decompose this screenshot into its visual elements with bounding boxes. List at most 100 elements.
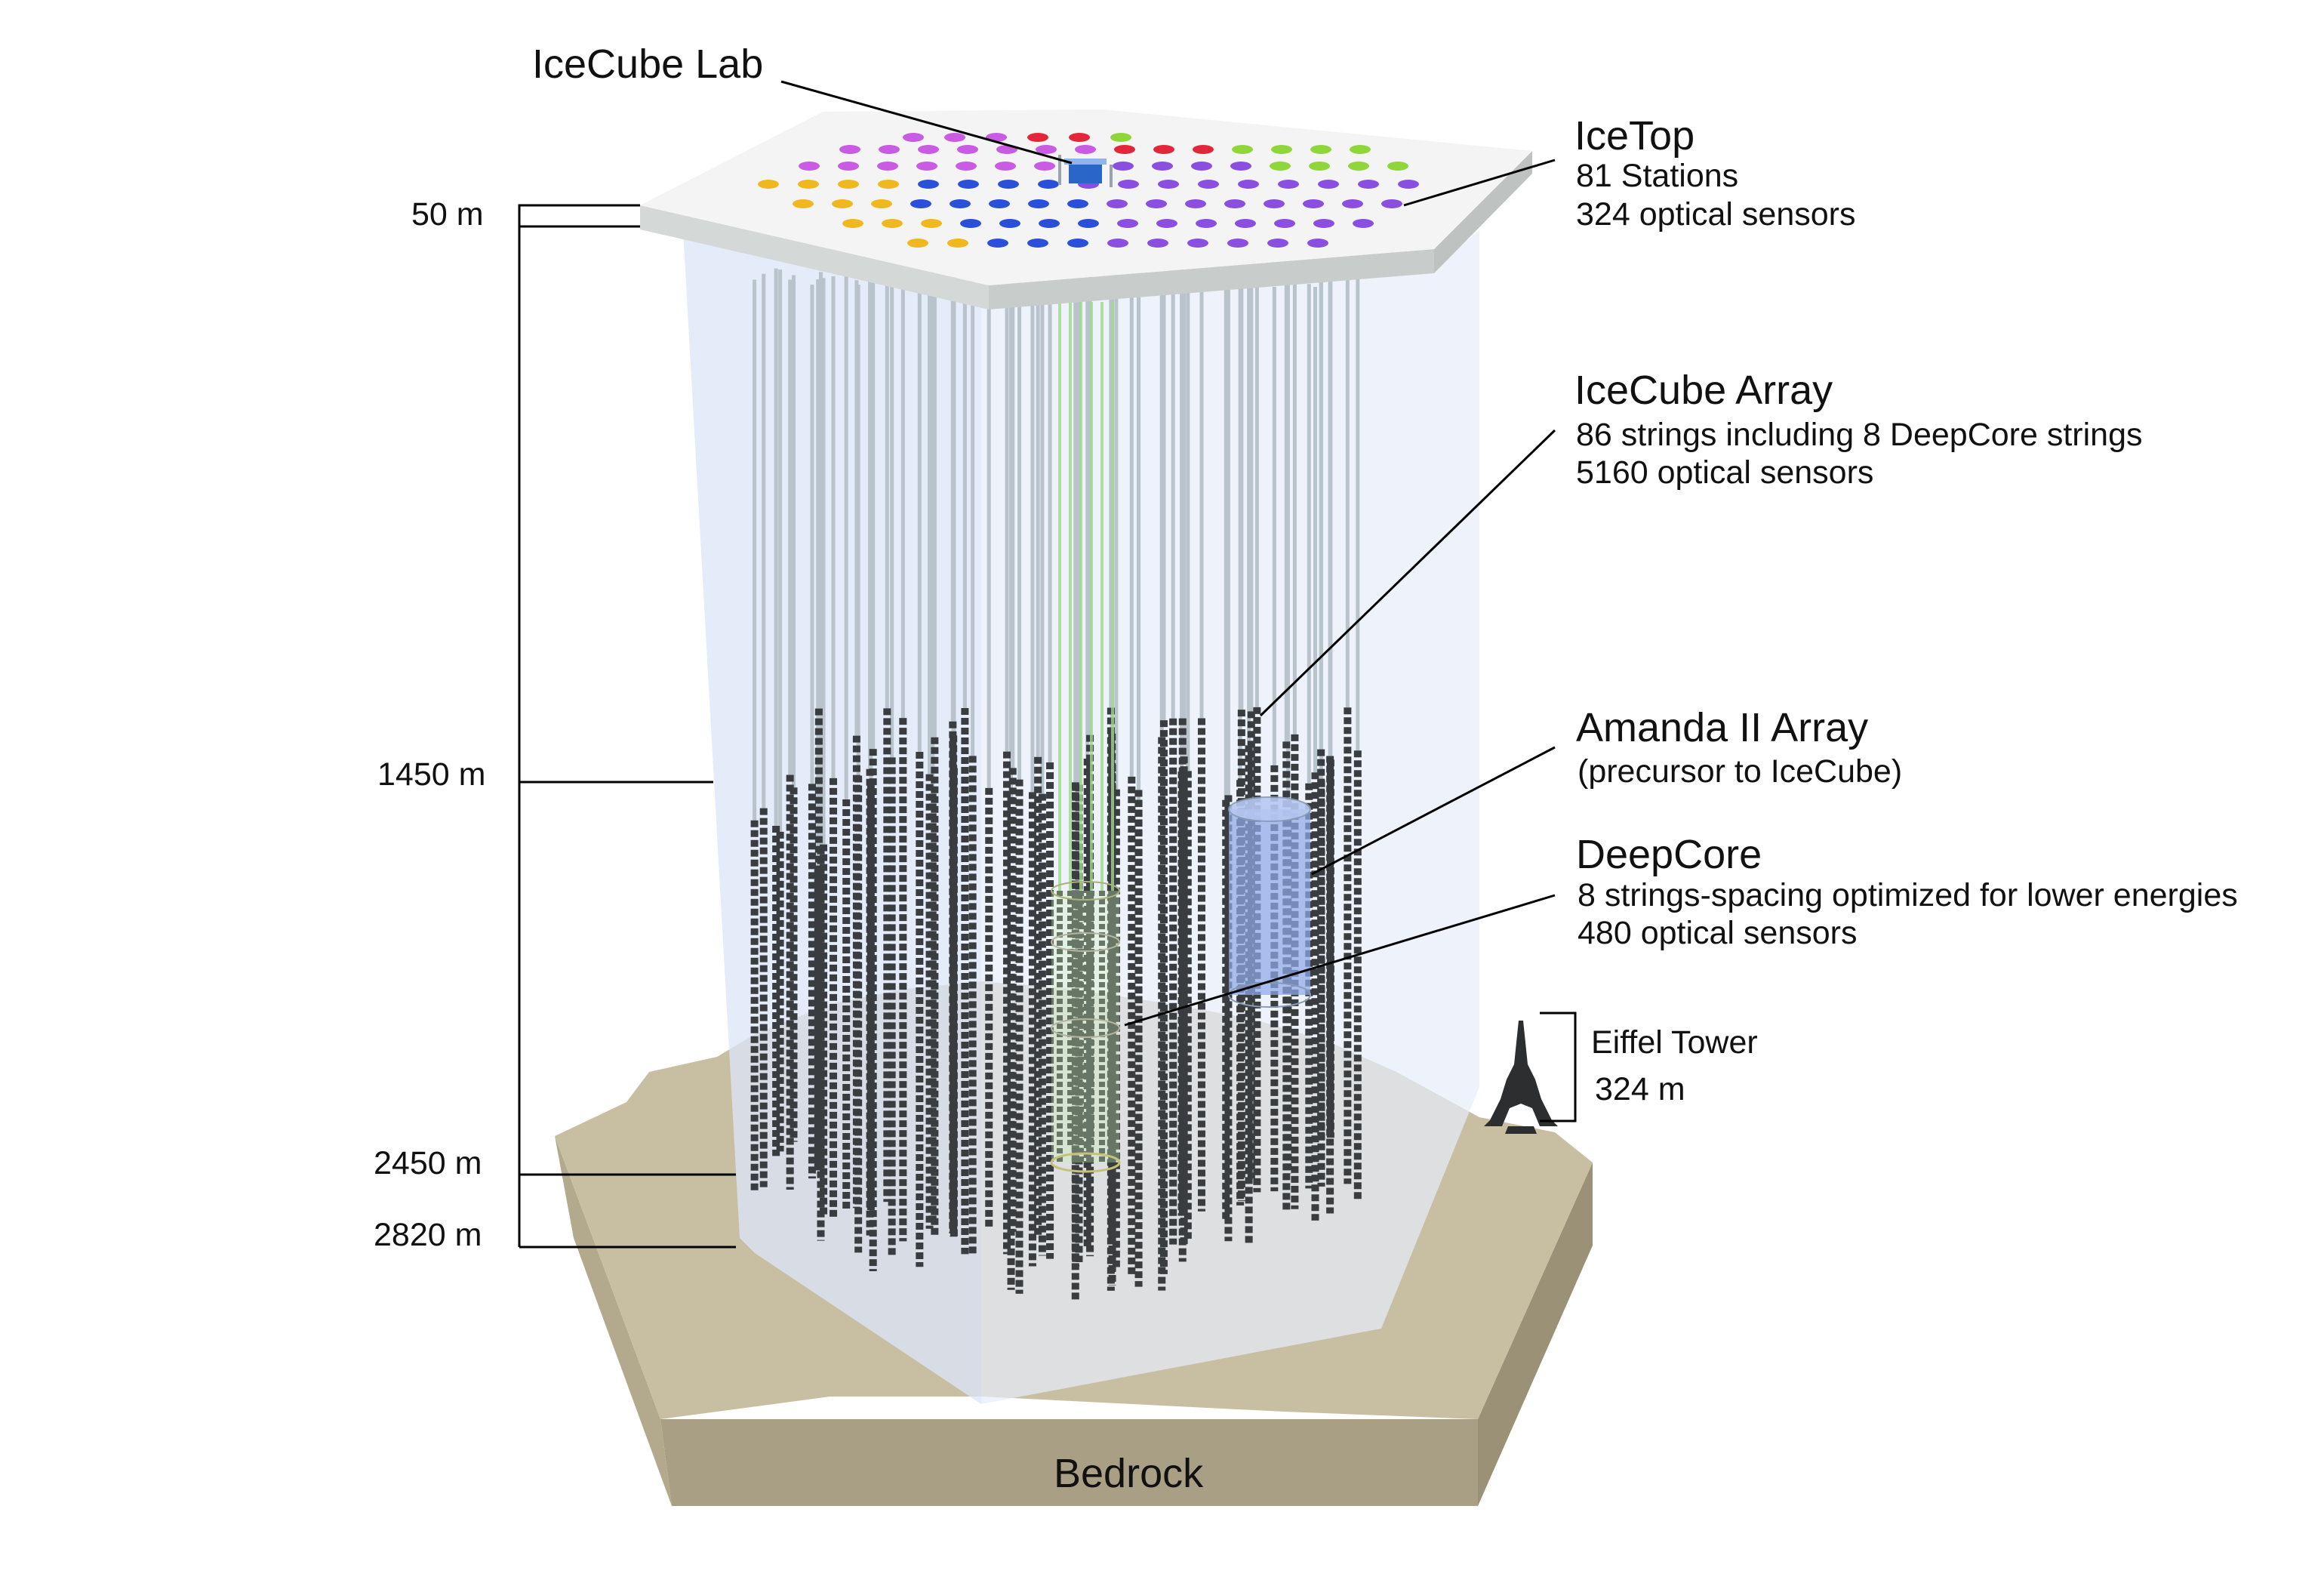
icetop-station (1153, 145, 1174, 154)
eiffel-tower-shape (1484, 1021, 1558, 1126)
icetop-station (1307, 239, 1328, 248)
icetop-station (947, 239, 968, 248)
icetop-station (832, 199, 853, 208)
icetop-station (1067, 239, 1088, 248)
icetop-station (921, 219, 942, 228)
icetop-station (1310, 145, 1331, 154)
depth-scale-bracket (518, 204, 640, 228)
icetop-station (1318, 180, 1339, 189)
icetop-station (987, 239, 1008, 248)
icetop-station (1348, 162, 1369, 171)
icetop-station (793, 199, 814, 208)
icetop-station (842, 219, 863, 228)
icetop-station (877, 162, 898, 171)
deepcore-title: DeepCore (1576, 832, 1762, 877)
bedrock-left (555, 1136, 672, 1506)
icetop-station (1027, 239, 1048, 248)
icetop-station (1271, 145, 1292, 154)
amanda-cylinder-top (1228, 796, 1311, 822)
lab-building-roof (1064, 159, 1107, 165)
eiffel-tower-base (1505, 1126, 1537, 1134)
icetop-station (956, 162, 977, 171)
icetop-station (903, 133, 924, 142)
icetop-station (1107, 239, 1128, 248)
icetop-station (1358, 180, 1379, 189)
icetop-station (1028, 199, 1049, 208)
icetop-station (1198, 180, 1219, 189)
eiffel-height-bracket (1540, 1012, 1577, 1122)
icetop-station (1038, 180, 1059, 189)
icetop-station (1069, 133, 1090, 142)
leader-deepcore (1124, 894, 1556, 1027)
icecube-lab-building (1058, 155, 1113, 187)
surface-slab-front (640, 205, 989, 309)
icetop-station (1147, 239, 1168, 248)
icetop-station (878, 180, 899, 189)
icecube-lab-label: IceCube Lab (532, 42, 763, 87)
icetop-station (1039, 219, 1060, 228)
icetop-station (1238, 180, 1259, 189)
icetop-station (1158, 180, 1179, 189)
lab-building-body (1069, 162, 1102, 183)
icetop-station (998, 180, 1019, 189)
icetop-station (999, 219, 1020, 228)
depth-label-1450: 1450 m (377, 756, 485, 793)
icetop-station (882, 219, 903, 228)
icetop-station (1387, 162, 1408, 171)
icetop-station (995, 162, 1016, 171)
icetop-station (1110, 133, 1131, 142)
leader-icecube-array (1259, 429, 1556, 717)
icetop-station (1034, 162, 1055, 171)
icetop-station (1114, 145, 1135, 154)
amanda-cylinder-bottom (1228, 982, 1311, 1008)
icetop-station (1156, 219, 1177, 228)
icetop-station (1118, 180, 1139, 189)
icecube-array-strings: 86 strings including 8 DeepCore strings (1576, 417, 2143, 453)
icetop-station (1309, 162, 1330, 171)
surface-slab-right (1434, 151, 1532, 273)
icetop-station (989, 199, 1010, 208)
icetop-station (1078, 219, 1099, 228)
icetop-station (871, 199, 892, 208)
icetop-station (944, 133, 965, 142)
bedrock-front (660, 1419, 1478, 1506)
icecube-array-title: IceCube Array (1574, 368, 1833, 413)
amanda-cylinder-body (1229, 809, 1310, 995)
icetop-station (918, 145, 939, 154)
icetop-station (960, 219, 981, 228)
icetop-station (1036, 145, 1057, 154)
icetop-station (1235, 219, 1256, 228)
icetop-station (758, 180, 779, 189)
deepcore-spacing: 8 strings-spacing optimized for lower en… (1578, 877, 2238, 913)
eiffel-tower-title: Eiffel Tower (1591, 1024, 1758, 1061)
deepcore-cylinder-mid-1 (1051, 932, 1120, 952)
icetop-station (918, 180, 939, 189)
deepcore-cylinder-mid-2 (1051, 1018, 1120, 1038)
icetop-station (879, 145, 900, 154)
icetop-station (1398, 180, 1419, 189)
deepcore-cylinder (1050, 881, 1121, 1173)
icetop-station (839, 145, 860, 154)
icetop-station (1067, 199, 1088, 208)
deepcore-cylinder-body (1051, 891, 1119, 1162)
icetop-station (1353, 219, 1374, 228)
icetop-station (1146, 199, 1167, 208)
icetop-station (1152, 162, 1173, 171)
icecube-array-sensors: 5160 optical sensors (1576, 454, 1873, 491)
surface-slab-side (989, 249, 1434, 309)
icetop-station (1107, 199, 1128, 208)
bedrock-side (1478, 1162, 1593, 1506)
icetop-station (916, 162, 937, 171)
icetop-station (1117, 219, 1138, 228)
icetop-station (1342, 199, 1363, 208)
icetop-stations-count: 81 Stations (1576, 158, 1738, 194)
icetop-station (1381, 199, 1402, 208)
icetop-station (1185, 199, 1206, 208)
icetop-station (1196, 219, 1217, 228)
depth-scale (518, 204, 736, 1249)
icetop-station (1230, 162, 1251, 171)
icetop-stations (758, 133, 1419, 248)
icetop-station (1264, 199, 1285, 208)
depth-label-2820: 2820 m (374, 1217, 482, 1253)
